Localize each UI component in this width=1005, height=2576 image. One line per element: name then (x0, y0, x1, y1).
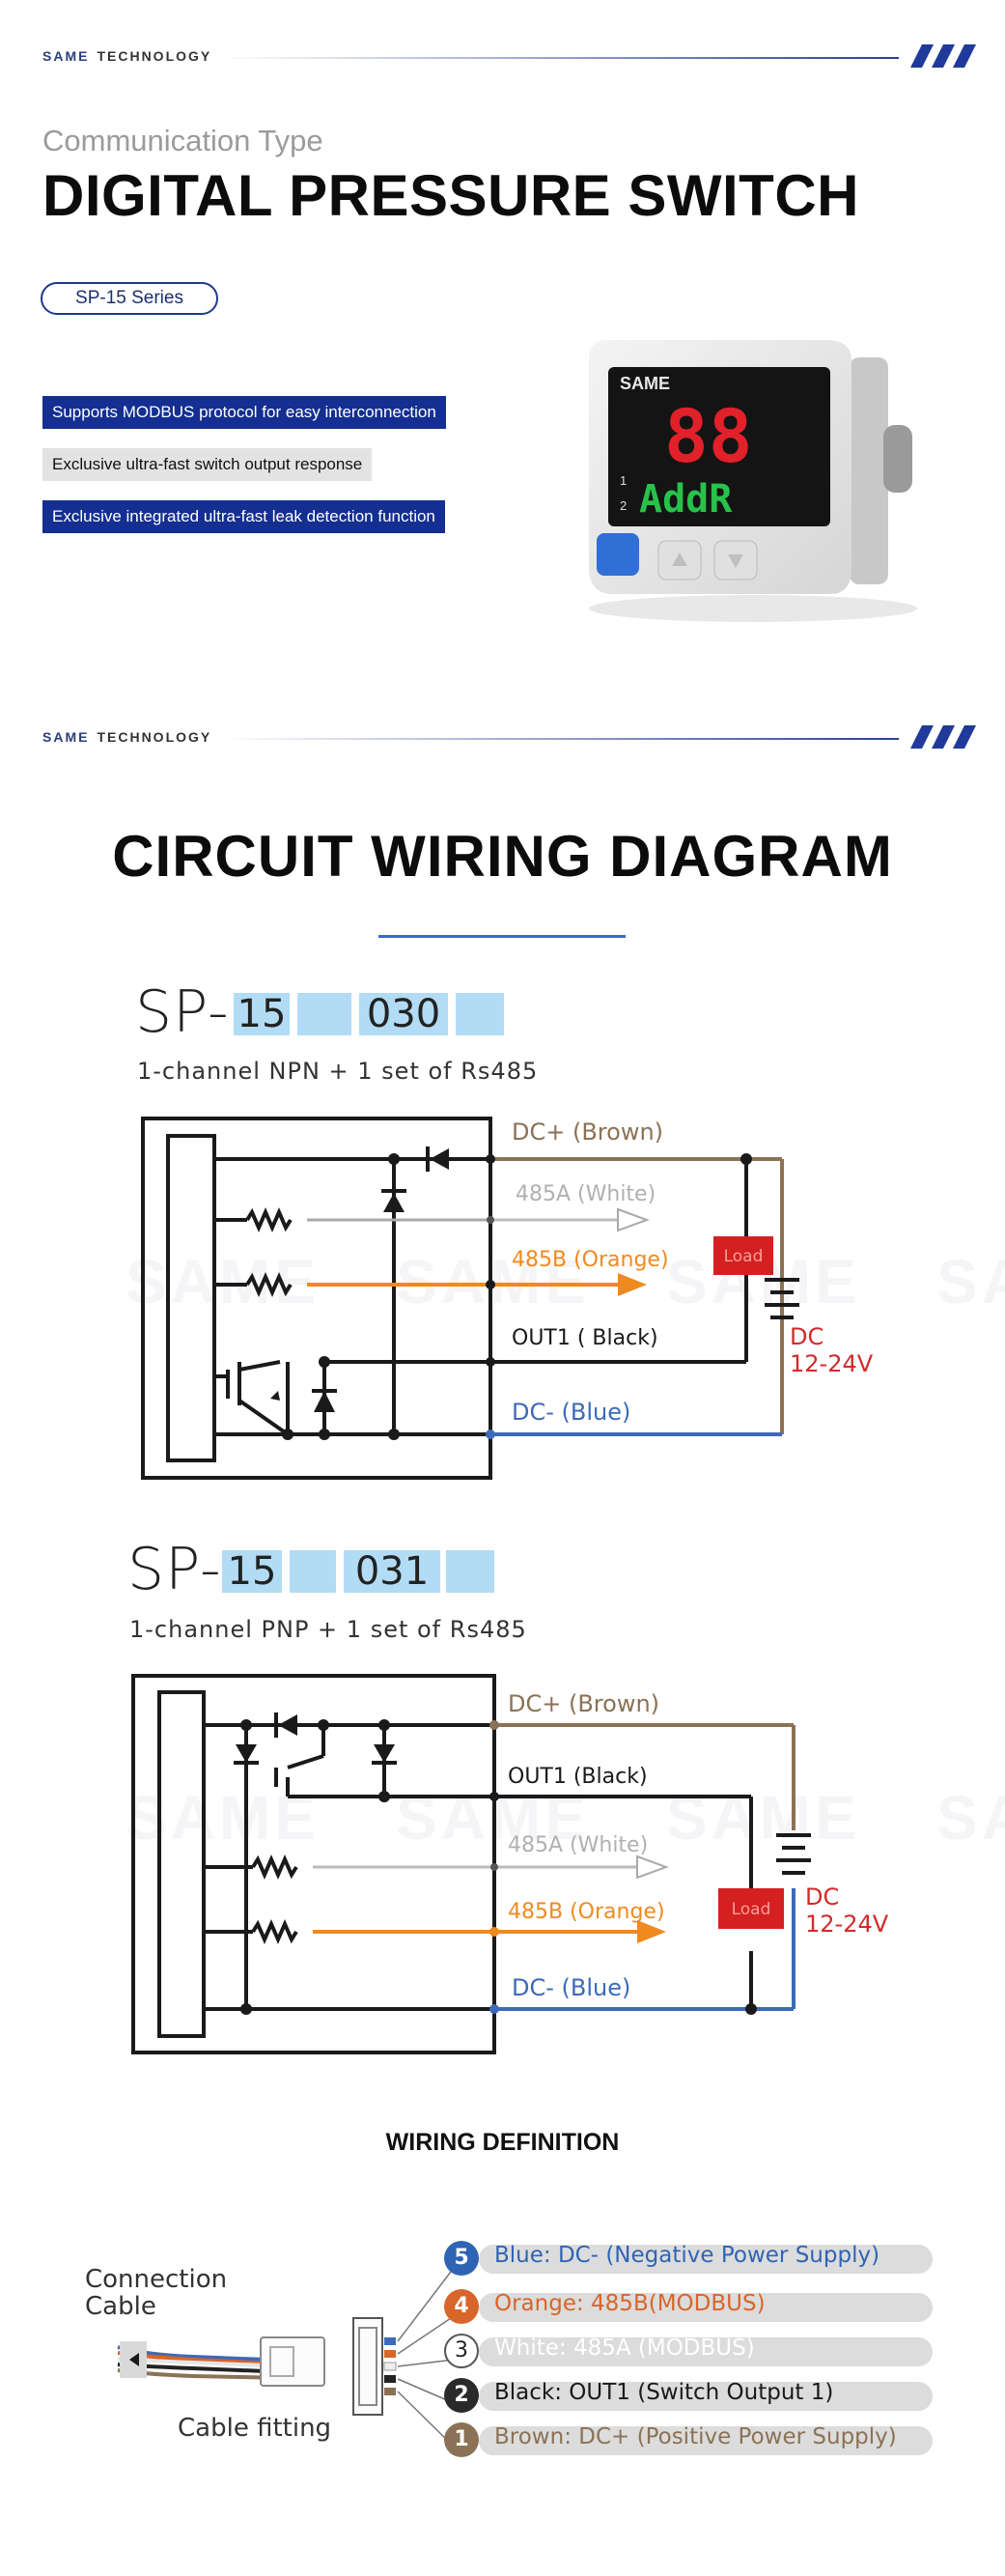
pnp-485a-label: 485A (White) (508, 1833, 648, 1857)
brand-rule (220, 738, 899, 740)
series-badge: SP-15 Series (41, 282, 218, 315)
pin-description: Blue: DC- (Negative Power Supply) (494, 2243, 880, 2268)
pnp-load-label: Load (732, 1900, 771, 1919)
pin-description: Black: OUT1 (Switch Output 1) (494, 2380, 834, 2405)
connection-cable-label-1: Connection (85, 2265, 227, 2294)
pnp-load-box (718, 1888, 784, 1929)
device-blue-button (597, 533, 639, 576)
pnp-dc-label: DC (805, 1883, 839, 1911)
npn-model-code-a: 15 (234, 993, 290, 1035)
npn-dc-plus-label: DC+ (Brown) (512, 1118, 663, 1146)
pin-number-badge: 4 (444, 2289, 479, 2324)
pin-number-badge: 5 (444, 2241, 479, 2276)
npn-load-box (713, 1236, 773, 1275)
device-label-2: 2 (620, 498, 627, 513)
pin-number-badge: 2 (444, 2378, 479, 2413)
wiring-definition-title: WIRING DEFINITION (385, 2129, 620, 2156)
pin-description: Orange: 485B(MODBUS) (494, 2291, 766, 2316)
pnp-voltage-label: 12-24V (805, 1911, 889, 1938)
npn-model-blank-b (456, 993, 504, 1035)
pnp-circuit-diagram: Load DC+ (Brown) OUT1 (Black) 485A (Whit… (131, 1674, 889, 2054)
pnp-model-code-a: 15 (222, 1550, 282, 1593)
watermark: SAME (126, 1247, 320, 1316)
cable-end-arrow-icon (129, 2353, 139, 2366)
npn-485b-label: 485B (Orange) (512, 1248, 669, 1272)
hero-subtitle: Communication Type (42, 124, 323, 157)
wiring-section-title: CIRCUIT WIRING DIAGRAM (112, 824, 893, 889)
pnp-model-code-b: 031 (344, 1550, 440, 1593)
slash-decoration-icon (910, 44, 976, 68)
device-logo: SAME (620, 374, 670, 393)
title-underline (378, 935, 626, 938)
npn-voltage-label: 12-24V (790, 1350, 874, 1377)
cable-fitting-label: Cable fitting (178, 2414, 331, 2443)
watermark: SAME (936, 1247, 1005, 1316)
watermark: SAME (936, 1783, 1005, 1853)
npn-load-label: Load (724, 1247, 764, 1266)
connection-cable-label-2: Cable (85, 2292, 156, 2321)
pin-row: 4 Orange: 485B(MODBUS) (444, 2289, 946, 2324)
pnp-model-prefix: SP- (127, 1536, 222, 1603)
device-display-bottom: AddR (639, 477, 733, 522)
pin-number-badge: 1 (444, 2422, 479, 2457)
pin-row: 2 Black: OUT1 (Switch Output 1) (444, 2378, 946, 2413)
pnp-485b-label: 485B (Orange) (508, 1900, 665, 1924)
hero-title: DIGITAL PRESSURE SWITCH (42, 163, 859, 228)
pnp-model-blank-a (290, 1550, 336, 1593)
pin-row: 1 Brown: DC+ (Positive Power Supply) (444, 2422, 946, 2457)
wiring-definition-diagram: Connection Cable Cable fitting (85, 2265, 455, 2448)
pnp-dc-minus-label: DC- (Blue) (512, 1974, 630, 2001)
npn-485a-label: 485A (White) (516, 1182, 656, 1206)
npn-model-desc: 1-channel NPN + 1 set of Rs485 (137, 1058, 539, 1085)
npn-circuit-diagram: Load DC+ (Brown) 485A (White) 485B (Oran… (141, 1117, 874, 1480)
brand-rule (220, 57, 899, 59)
slash-decoration-icon (910, 725, 976, 749)
npn-dc-label: DC (790, 1323, 824, 1350)
pnp-dc-plus-label: DC+ (Brown) (508, 1690, 659, 1717)
device-display-top: 88 (664, 393, 753, 479)
feature-item-fast-output: Exclusive ultra-fast switch output respo… (42, 448, 373, 481)
pin-row: 3 White: 485A (MODBUS) (444, 2334, 946, 2368)
pin-description: White: 485A (MODBUS) (494, 2335, 755, 2361)
npn-out1-label: OUT1 ( Black) (512, 1326, 658, 1350)
feature-item-leak-detection: Exclusive integrated ultra-fast leak det… (42, 500, 445, 533)
pin-row: 5 Blue: DC- (Negative Power Supply) (444, 2241, 946, 2276)
pressure-switch-product-image: SAME 88 AddR 1 2 (589, 340, 917, 622)
pin-description: Brown: DC+ (Positive Power Supply) (494, 2424, 897, 2449)
npn-model-prefix: SP- (135, 978, 230, 1046)
feature-item-modbus: Supports MODBUS protocol for easy interc… (42, 396, 446, 429)
pnp-model-desc: 1-channel PNP + 1 set of Rs485 (129, 1616, 527, 1643)
npn-model-blank-a (297, 993, 351, 1035)
pnp-out1-label: OUT1 (Black) (508, 1765, 648, 1789)
cable-fitting-connector (352, 2317, 383, 2416)
watermark: SAME (126, 1783, 320, 1853)
npn-dc-minus-label: DC- (Blue) (512, 1399, 630, 1426)
pnp-model-blank-b (446, 1550, 494, 1593)
device-label-1: 1 (620, 473, 627, 488)
pin-number-badge: 3 (444, 2334, 479, 2368)
npn-model-code-b: 030 (359, 993, 448, 1035)
